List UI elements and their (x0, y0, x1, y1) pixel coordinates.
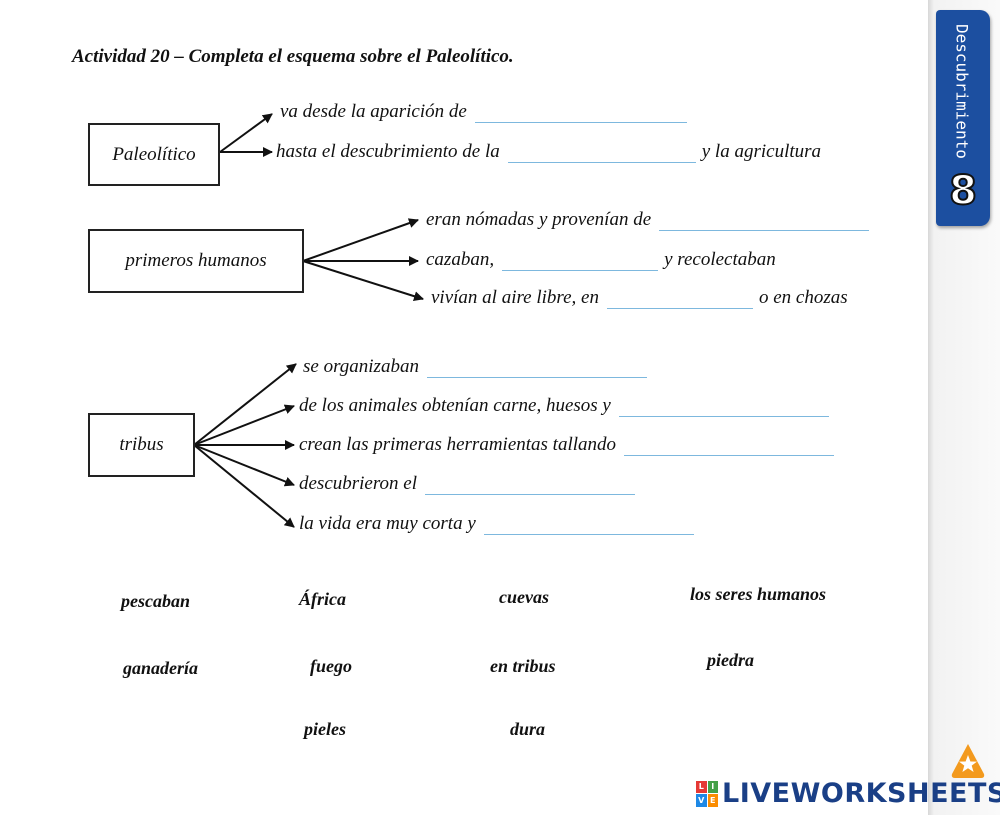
line-tribus-1: se organizaban (303, 356, 653, 378)
word-bank-item[interactable]: dura (510, 719, 546, 739)
chapter-tab-label: Descubrimiento (952, 24, 972, 159)
word-bank-item[interactable]: en tribus (490, 656, 556, 676)
word-bank-item[interactable]: pescaban (121, 591, 190, 611)
line-tribus-2: de los animales obtenían carne, huesos y (299, 395, 835, 417)
blank-input[interactable] (425, 476, 636, 495)
arrow-humanos-3 (302, 260, 424, 302)
blank-input[interactable] (618, 398, 829, 417)
line-paleolitico-1: va desde la aparición de (280, 101, 693, 123)
blank-input[interactable] (426, 359, 647, 378)
box-primeros-humanos: primeros humanos (88, 229, 304, 293)
box-paleolitico: Paleolítico (88, 123, 220, 186)
line-paleolitico-2: hasta el descubrimiento de la y la agric… (276, 141, 822, 163)
logo-text: LIVEWORKSHEETS (722, 778, 1000, 809)
arrow-tribus-4 (193, 444, 295, 487)
blank-input[interactable] (502, 252, 659, 271)
chapter-tab-number: 8 (948, 167, 978, 215)
arrow-tribus-5 (193, 444, 295, 528)
word-bank-item[interactable]: ganadería (123, 658, 199, 678)
arrow-tribus-2 (193, 404, 295, 446)
line-tribus-4: descubrieron el (299, 473, 641, 495)
liveworksheets-logo: L I V E LIVEWORKSHEETS (696, 778, 1000, 809)
blank-input[interactable] (659, 212, 870, 231)
word-bank-item[interactable]: los seres humanos (690, 584, 827, 604)
word-bank-item[interactable]: piedra (707, 650, 754, 670)
line-humanos-2: cazaban, y recolectaban (426, 249, 776, 271)
chapter-tab (936, 10, 990, 226)
word-bank-item[interactable]: fuego (310, 656, 352, 676)
word-bank-item[interactable]: África (299, 589, 346, 609)
line-tribus-5: la vida era muy corta y (299, 513, 700, 535)
blank-input[interactable] (474, 104, 687, 123)
word-bank-item[interactable]: pieles (304, 719, 346, 739)
box-tribus: tribus (88, 413, 195, 477)
arrow-paleolitico-1 (219, 113, 273, 153)
logo-badge-icon: L I V E (696, 780, 718, 807)
arrow-humanos-1 (302, 218, 419, 262)
line-humanos-3: vivían al aire libre, en o en chozas (431, 287, 848, 309)
schema-arrows (193, 113, 424, 528)
arrow-tribus-1 (193, 363, 297, 446)
line-humanos-1: eran nómadas y provenían de (426, 209, 875, 231)
word-bank-item[interactable]: cuevas (499, 587, 549, 607)
blank-input[interactable] (624, 437, 835, 456)
star-logo-icon (951, 744, 985, 778)
blank-input[interactable] (483, 516, 694, 535)
activity-title: Actividad 20 – Completa el esquema sobre… (72, 46, 514, 67)
blank-input[interactable] (606, 290, 753, 309)
line-tribus-3: crean las primeras herramientas tallando (299, 434, 840, 456)
blank-input[interactable] (507, 144, 696, 163)
